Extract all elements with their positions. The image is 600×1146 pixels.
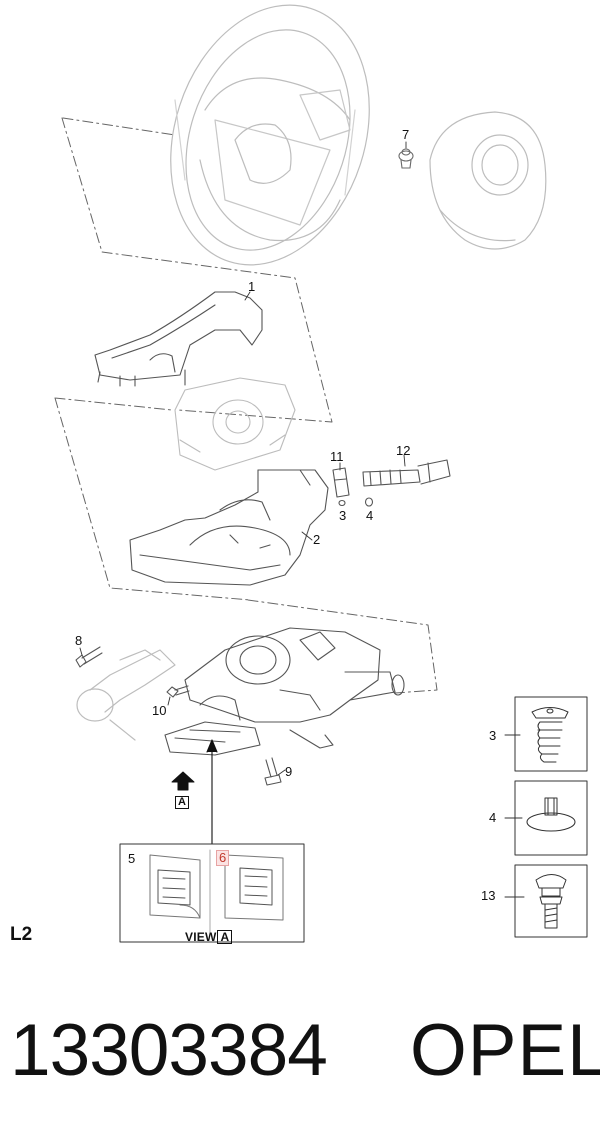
callout-2: 2 (313, 532, 321, 547)
callout-1: 1 (248, 279, 256, 294)
screw-7 (398, 148, 414, 169)
bolt-8 (75, 646, 103, 668)
dashed-frame-middle (54, 397, 438, 694)
bolt-10 (166, 685, 190, 698)
callout-10: 10 (152, 703, 167, 718)
view-text: VIEW (185, 930, 217, 944)
lock-cylinder-12 (362, 459, 451, 487)
callout-11: 11 (330, 449, 344, 464)
dashed-frame-top (61, 117, 333, 423)
part-3-small (338, 499, 346, 507)
callout-7: 7 (402, 127, 410, 142)
section-label: L2 (10, 924, 33, 945)
inset-part-13 (504, 864, 588, 938)
intermediate-shaft (76, 649, 176, 741)
part-11 (332, 467, 350, 498)
steering-wheel (170, 4, 370, 266)
clock-spring (174, 377, 296, 471)
direction-letter-a: A (175, 796, 189, 809)
inset-callout-3: 3 (489, 728, 497, 743)
leader-lines (79, 141, 407, 776)
callout-9: 9 (285, 764, 293, 779)
airbag-module (429, 111, 547, 250)
callout-6-highlighted: 6 (216, 850, 230, 866)
bolt-9 (264, 757, 282, 786)
callout-8: 8 (75, 633, 83, 648)
inset-callout-4: 4 (489, 810, 497, 825)
upper-cover-1 (94, 291, 263, 387)
view-a-direction-arrow (171, 771, 195, 791)
lower-cover-2 (129, 469, 329, 586)
view-letter: A (217, 930, 233, 944)
callout-3: 3 (339, 508, 347, 523)
inset-part-3 (504, 696, 588, 772)
callout-12: 12 (396, 443, 411, 458)
inset-view-box (119, 843, 305, 943)
callout-4: 4 (366, 508, 374, 523)
inset-part-4 (504, 780, 588, 856)
callout-5: 5 (128, 851, 136, 866)
part-4-small (364, 497, 374, 507)
inset-callout-13: 13 (481, 888, 496, 903)
part-number: 13303384 (10, 1010, 328, 1091)
steering-column (164, 627, 405, 756)
brand-name: OPEL (410, 1010, 600, 1091)
